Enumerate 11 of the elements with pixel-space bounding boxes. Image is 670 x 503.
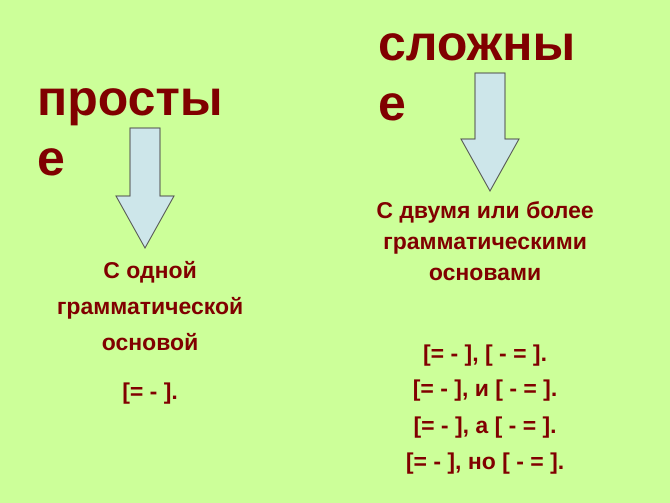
formula-text: [= - ], и [ - = ].: [412, 375, 558, 402]
heading-text: сложные: [378, 14, 576, 133]
formula-text: [= - ], а [ - = ].: [413, 412, 557, 439]
formula-text: [= - ], но [ - = ].: [406, 448, 564, 475]
description-text: С двумя или более грамматическими основами: [375, 196, 595, 287]
formula-text: [= - ], [ - = ].: [423, 340, 547, 367]
down-arrow: [460, 72, 520, 192]
description-text: С одной грамматической основой: [56, 256, 244, 357]
formula-text: [= - ].: [122, 378, 178, 405]
down-arrow: [115, 128, 175, 250]
heading-text: простые: [37, 69, 224, 188]
